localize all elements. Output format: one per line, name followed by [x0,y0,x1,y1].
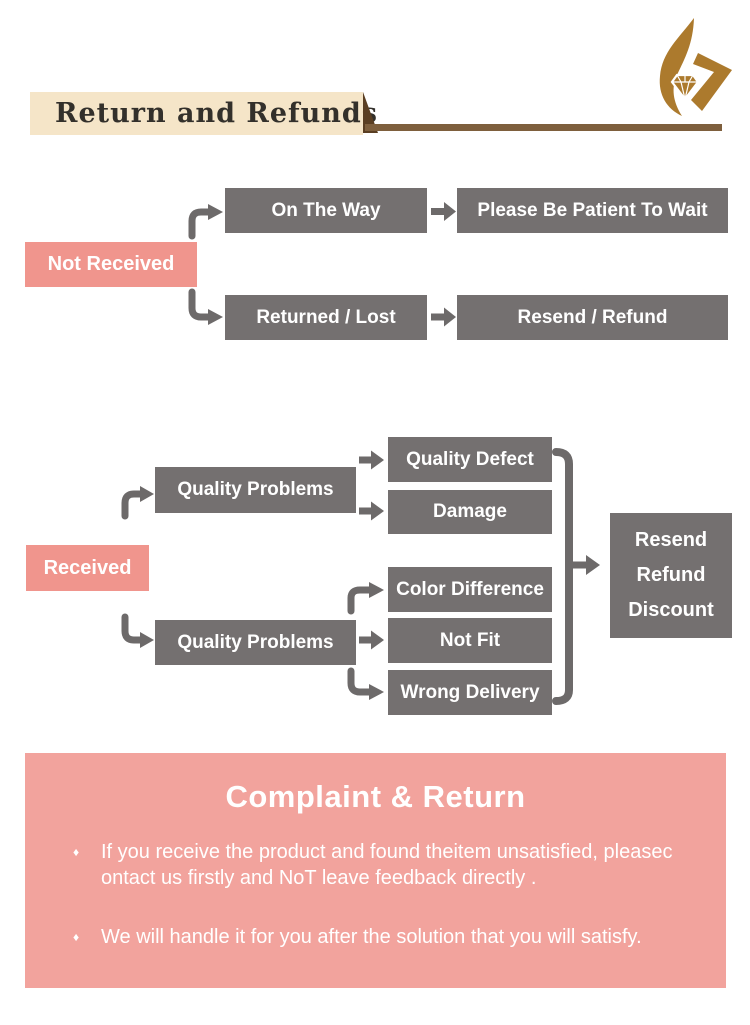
complaint-bullet-text: If you receive the product and found the… [101,841,673,889]
flow-node-damage: Damage [388,490,552,534]
flow-node-please-wait: Please Be Patient To Wait [457,188,728,233]
list-item: ♦ We will handle it for you after the so… [53,924,698,950]
flow-node-received: Received [26,545,149,591]
result-line-resend: Resend [634,529,708,551]
list-item: ♦ If you receive the product and found t… [53,839,698,891]
result-line-refund: Refund [636,564,706,586]
diamond-bullet-icon: ♦ [73,845,80,859]
flow-node-returned-lost: Returned / Lost [225,295,427,340]
ribbon-fold [363,92,378,133]
complaint-bullet-text: We will handle it for you after the solu… [101,926,642,948]
flow-node-on-the-way: On The Way [225,188,427,233]
header-divider-line [365,124,722,131]
page-title: Return and Refunds [55,98,378,129]
result-line-discount: Discount [628,599,714,621]
diamond-bullet-icon: ♦ [73,930,80,944]
diamond-glyph [670,73,700,101]
flow-node-resend-refund: Resend / Refund [457,295,728,340]
flow-node-quality-problems-top: Quality Problems [155,467,356,513]
header-bar: Return and Refunds [30,92,377,135]
flow-node-quality-problems-bottom: Quality Problems [155,620,356,665]
complaint-title: Complaint & Return [225,779,526,814]
flow-node-result: Resend Refund Discount [610,513,732,638]
flame-diamond-logo-icon [659,18,732,116]
complaint-panel: Complaint & Return ♦ If you receive the … [25,753,726,988]
flow-node-color-difference: Color Difference [388,567,552,612]
flow-node-wrong-delivery: Wrong Delivery [388,670,552,715]
flow-node-not-received: Not Received [25,242,197,287]
flow-node-quality-defect: Quality Defect [388,437,552,482]
flow-node-not-fit: Not Fit [388,618,552,663]
complaint-bullet-list: ♦ If you receive the product and found t… [53,839,698,950]
